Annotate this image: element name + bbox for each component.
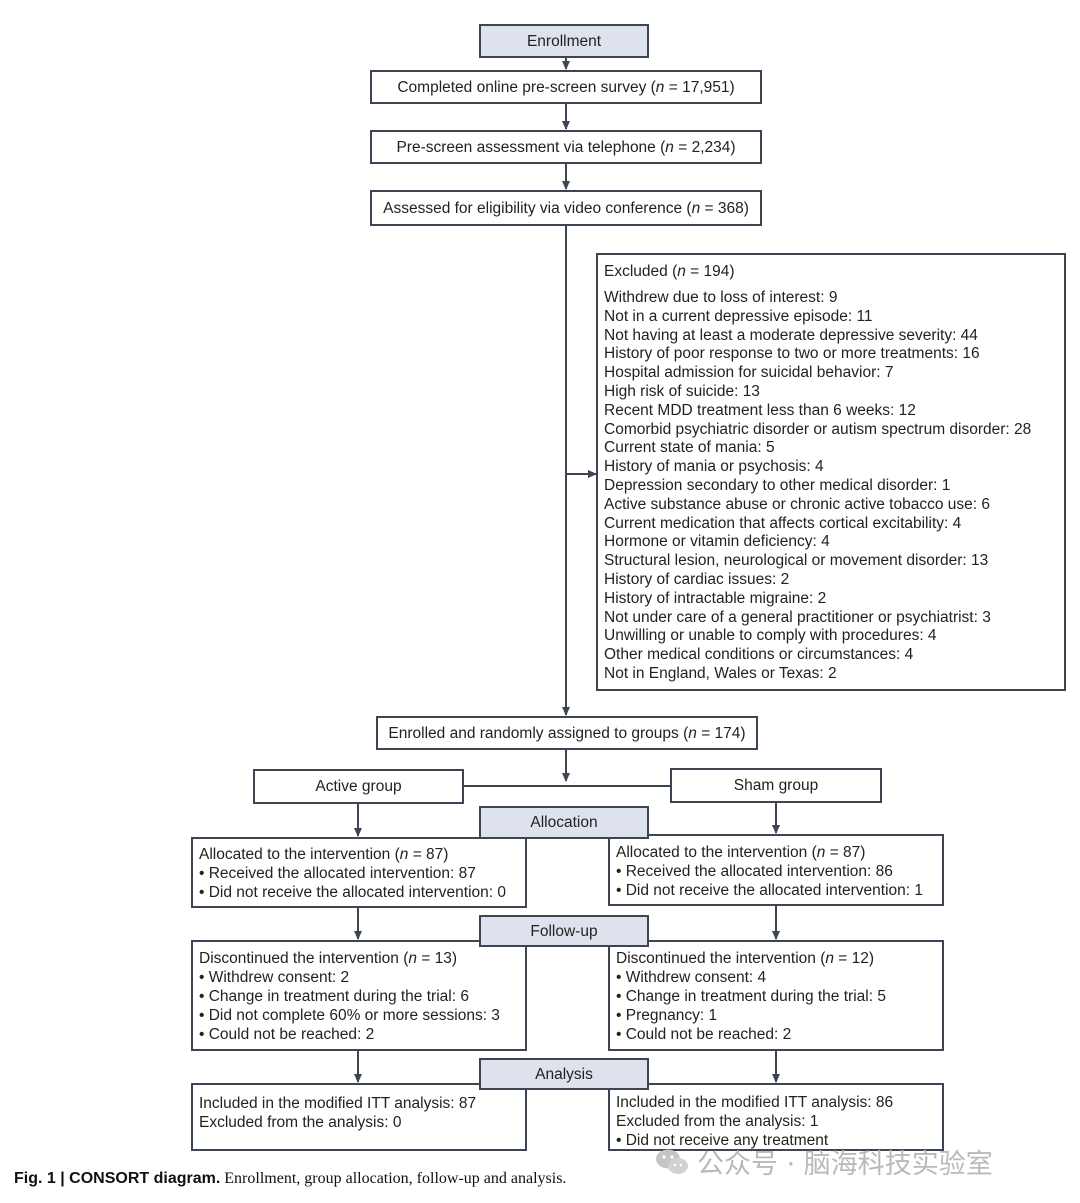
step-video: Assessed for eligibility via video confe… [370, 190, 762, 226]
active-analysis-item: Included in the modified ITT analysis: 8… [199, 1095, 477, 1112]
sham-analysis-item: Excluded from the analysis: 1 [616, 1113, 819, 1130]
step-video-text: Assessed for eligibility via video confe… [383, 199, 749, 217]
excluded-item: Hormone or vitamin deficiency: 4 [604, 533, 830, 551]
sham-analysis-item: Included in the modified ITT analysis: 8… [616, 1094, 894, 1111]
active-followup-box: Discontinued the intervention (n = 13) •… [191, 940, 527, 1051]
sham-allocation-item: • Did not receive the allocated interven… [616, 882, 923, 899]
sham-followup-box: Discontinued the intervention (n = 12) •… [608, 940, 944, 1051]
excluded-item: History of cardiac issues: 2 [604, 570, 790, 588]
phase-analysis: Analysis [479, 1058, 649, 1090]
phase-followup-label: Follow-up [530, 922, 598, 940]
active-followup-heading: Discontinued the intervention (n = 13) [199, 950, 458, 967]
active-analysis-item: Excluded from the analysis: 0 [199, 1114, 402, 1131]
active-group-label: Active group [315, 778, 402, 795]
figure-caption-text: Enrollment, group allocation, follow-up … [220, 1170, 567, 1187]
step-enrolled: Enrolled and randomly assigned to groups… [376, 716, 758, 750]
sham-group-box: Sham group [670, 768, 882, 803]
excluded-item: Other medical conditions or circumstance… [604, 646, 914, 664]
excluded-item: Hospital admission for suicidal behavior… [604, 364, 894, 382]
excluded-item: Current state of mania: 5 [604, 439, 775, 457]
sham-followup-item: • Withdrew consent: 4 [616, 969, 767, 986]
excluded-item: Recent MDD treatment less than 6 weeks: … [604, 401, 916, 419]
sham-allocation-heading: Allocated to the intervention (n = 87) [616, 844, 866, 861]
sham-followup-item: • Change in treatment during the trial: … [616, 988, 886, 1005]
figure-caption-label: Fig. 1 | CONSORT diagram. [14, 1170, 221, 1187]
phase-enrollment: Enrollment [479, 24, 649, 58]
excluded-item: History of mania or psychosis: 4 [604, 458, 824, 476]
excluded-item: History of poor response to two or more … [604, 345, 980, 363]
sham-allocation-box: Allocated to the intervention (n = 87) •… [608, 834, 944, 906]
sham-followup-item: • Pregnancy: 1 [616, 1007, 718, 1024]
active-allocation-item: • Did not receive the allocated interven… [199, 884, 506, 901]
excluded-item: Not under care of a general practitioner… [604, 608, 991, 626]
active-followup-item: • Withdrew consent: 2 [199, 969, 350, 986]
phase-followup: Follow-up [479, 915, 649, 947]
active-group-box: Active group [253, 769, 464, 804]
sham-allocation-item: • Received the allocated intervention: 8… [616, 863, 893, 880]
step-telephone-text: Pre-screen assessment via telephone (n =… [396, 138, 736, 156]
excluded-item: History of intractable migraine: 2 [604, 589, 827, 607]
phase-allocation-label: Allocation [530, 814, 598, 831]
phase-enrollment-label: Enrollment [526, 32, 602, 50]
excluded-item: Not having at least a moderate depressiv… [604, 326, 978, 344]
excluded-item: Unwilling or unable to comply with proce… [604, 627, 937, 645]
step-telephone: Pre-screen assessment via telephone (n =… [370, 130, 762, 164]
phase-analysis-label: Analysis [535, 1065, 593, 1083]
wechat-icon [656, 1149, 688, 1174]
excluded-item: Comorbid psychiatric disorder or autism … [604, 420, 1032, 438]
active-followup-item: • Change in treatment during the trial: … [199, 988, 469, 1005]
step-survey-text: Completed online pre-screen survey (n = … [397, 78, 735, 96]
excluded-item: Withdrew due to loss of interest: 9 [604, 289, 838, 306]
excluded-item: High risk of suicide: 13 [604, 382, 760, 400]
sham-analysis-item: • Did not receive any treatment [616, 1132, 829, 1149]
step-enrolled-text: Enrolled and randomly assigned to groups… [388, 724, 746, 742]
phase-allocation: Allocation [479, 806, 649, 839]
excluded-item: Active substance abuse or chronic active… [604, 495, 990, 513]
sham-group-label: Sham group [733, 777, 819, 794]
sham-followup-heading: Discontinued the intervention (n = 12) [616, 950, 875, 967]
figure-caption: Fig. 1 | CONSORT diagram. Enrollment, gr… [14, 1170, 566, 1188]
excluded-heading: Excluded (n = 194) [604, 263, 735, 280]
watermark-text: 公众号 · 脑海科技实验室 [697, 1149, 993, 1180]
active-allocation-box: Allocated to the intervention (n = 87) •… [191, 837, 527, 908]
excluded-box: Excluded (n = 194) Withdrew due to loss … [596, 253, 1066, 691]
excluded-item: Structural lesion, neurological or movem… [604, 552, 989, 570]
active-allocation-heading: Allocated to the intervention (n = 87) [199, 846, 449, 863]
excluded-item: Current medication that affects cortical… [604, 514, 962, 532]
active-followup-item: • Could not be reached: 2 [199, 1026, 375, 1043]
active-analysis-box: Included in the modified ITT analysis: 8… [191, 1083, 527, 1151]
step-survey: Completed online pre-screen survey (n = … [370, 70, 762, 104]
active-followup-item: • Did not complete 60% or more sessions:… [199, 1007, 500, 1024]
sham-analysis-box: Included in the modified ITT analysis: 8… [608, 1083, 944, 1151]
excluded-item: Not in a current depressive episode: 11 [604, 307, 873, 325]
excluded-item: Not in England, Wales or Texas: 2 [604, 664, 837, 682]
excluded-item: Depression secondary to other medical di… [604, 476, 951, 494]
sham-followup-item: • Could not be reached: 2 [616, 1026, 792, 1043]
active-allocation-item: • Received the allocated intervention: 8… [199, 865, 476, 882]
watermark: 公众号 · 脑海科技实验室 [655, 1142, 993, 1181]
